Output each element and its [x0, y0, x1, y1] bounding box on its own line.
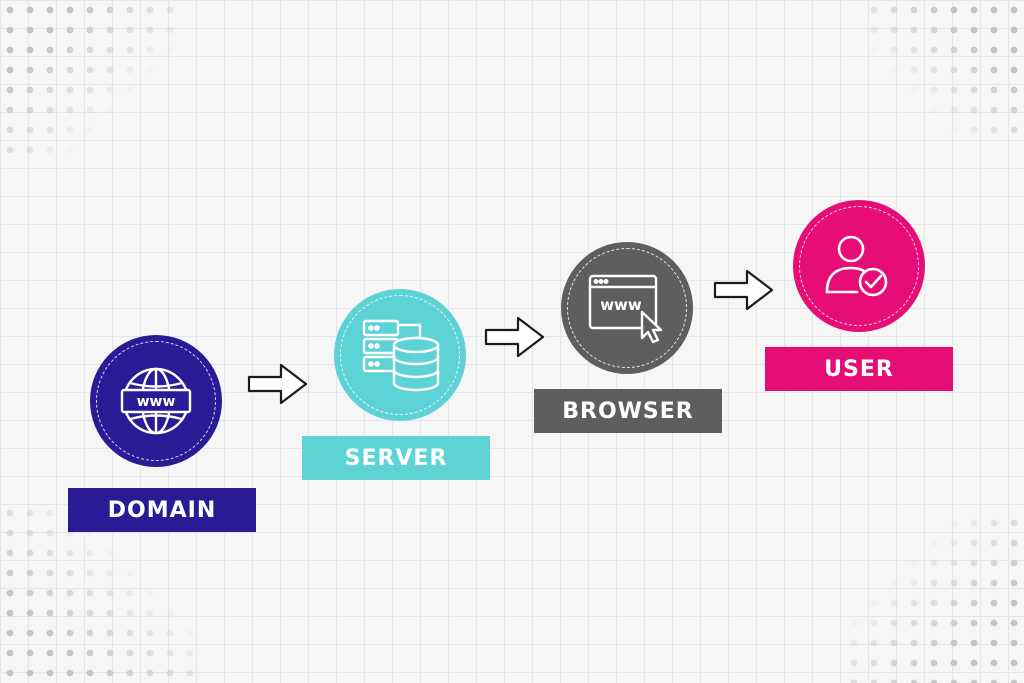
globe-www-icon: www [120, 367, 192, 435]
decor-dots-bottom-left [0, 503, 200, 683]
arrow-right-icon [713, 269, 774, 311]
server-database-icon [362, 319, 440, 392]
user-check-icon [825, 235, 888, 297]
decor-dots-top-right [864, 0, 1024, 140]
user-node [793, 200, 925, 332]
arrow-right-icon [247, 363, 308, 405]
user-label: USER [765, 347, 953, 391]
browser-window-cursor-icon: www [588, 274, 663, 344]
browser-www-text: www [600, 296, 642, 314]
domain-www-text: www [137, 394, 176, 410]
domain-label: DOMAIN [68, 488, 256, 532]
domain-node: www [90, 335, 222, 467]
decor-dots-top-left [0, 0, 180, 160]
browser-node: www [561, 242, 693, 374]
server-label: SERVER [302, 436, 490, 480]
browser-label: BROWSER [534, 389, 722, 433]
arrow-right-icon [484, 316, 545, 358]
decor-dots-bottom-right [844, 513, 1024, 683]
server-node [334, 289, 466, 421]
